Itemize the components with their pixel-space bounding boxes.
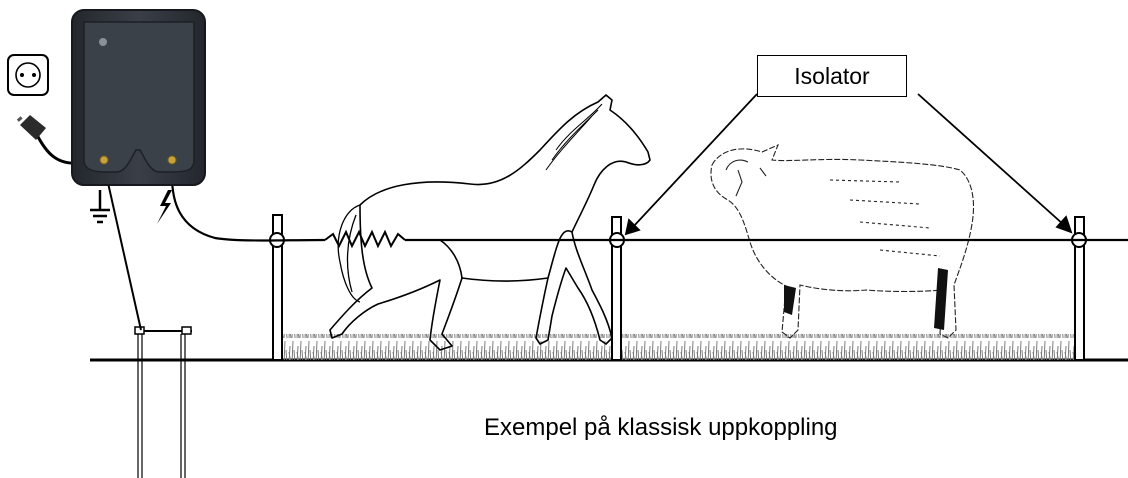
grass-strip-right: [622, 334, 1074, 360]
horse-illustration: [329, 94, 651, 351]
fence-post-1: [269, 214, 285, 361]
cow-illustration: [710, 143, 975, 339]
ground-wire: [103, 164, 142, 331]
fence-wire: [170, 175, 1128, 242]
power-plug-icon: [16, 115, 46, 140]
shock-zigzag: [324, 229, 406, 249]
isolator-label-box: Isolator: [757, 55, 907, 97]
fence-post-3: [1071, 216, 1087, 361]
output-terminal: [167, 155, 177, 165]
cow-leg-shadow: [784, 268, 948, 330]
wall-socket-icon: [7, 54, 49, 96]
energizer-unit: [71, 9, 206, 186]
isolator-arrows: [624, 93, 1073, 236]
ground-icon: [90, 190, 110, 224]
ground-rods: [134, 326, 192, 478]
ground-terminal: [99, 155, 109, 165]
diagram-caption: Exempel på klassisk uppkoppling: [484, 414, 838, 441]
lightning-icon: [157, 190, 172, 224]
isolator-label: Isolator: [794, 62, 870, 89]
